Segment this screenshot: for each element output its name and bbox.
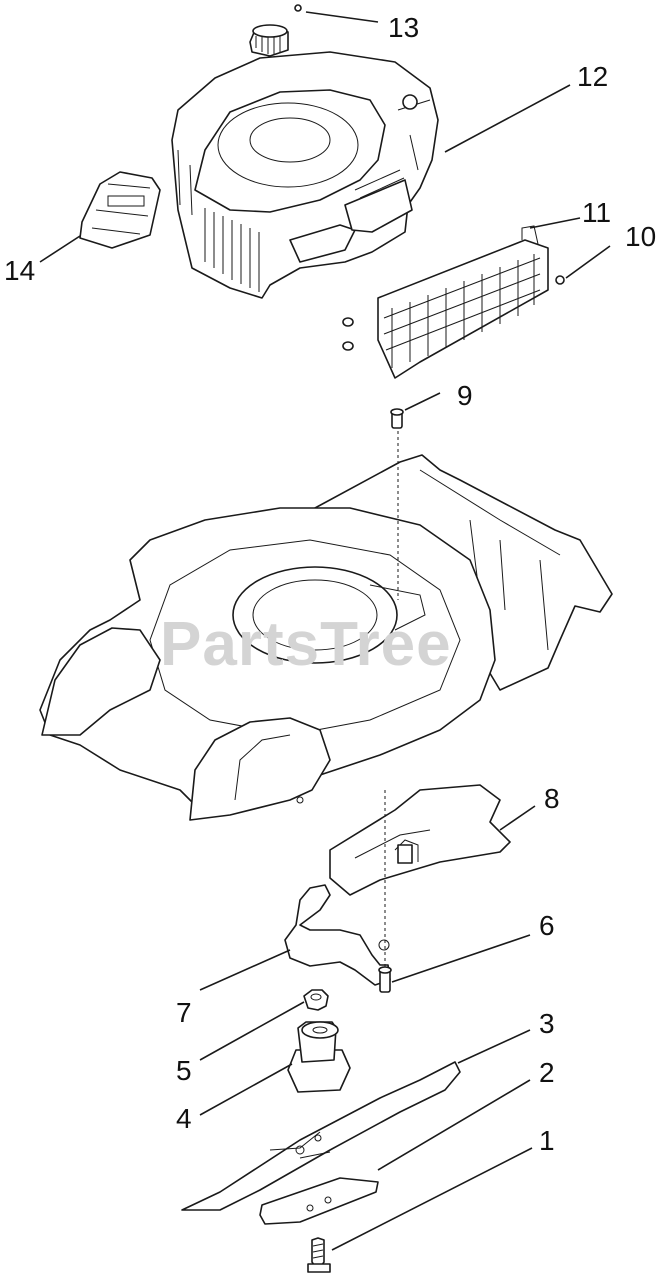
mower-deck[interactable] [39, 454, 613, 821]
callout-label: 2 [539, 1057, 555, 1088]
callout-label: 11 [582, 197, 611, 228]
callout-label: 9 [457, 380, 473, 411]
adapter-part[interactable] [287, 1021, 351, 1093]
callout-label: 10 [625, 221, 656, 252]
callout-label: 4 [176, 1103, 192, 1134]
bolt-part[interactable] [390, 408, 404, 429]
baffle-part[interactable] [329, 784, 511, 896]
stiffener-part[interactable] [259, 1177, 379, 1225]
screw-part[interactable] [294, 4, 302, 12]
leader-lines [39, 11, 611, 1251]
callout-label: 1 [539, 1125, 555, 1156]
engine-fins [204, 208, 260, 292]
watermark: PartsTree [160, 610, 452, 679]
bolt-part[interactable] [378, 966, 392, 993]
blade-part[interactable] [181, 1061, 461, 1211]
screw-part[interactable] [342, 275, 565, 351]
callout-label: 8 [544, 783, 560, 814]
nut-part[interactable] [303, 989, 329, 1011]
decal-part[interactable] [79, 171, 161, 249]
callout-labels: 13 12 11 10 14 9 8 6 7 5 3 2 4 1 [4, 12, 656, 1156]
callout-label: 5 [176, 1055, 192, 1086]
blade-bolt-part[interactable] [307, 1237, 331, 1273]
guard-part[interactable] [377, 225, 549, 379]
engine-assembly[interactable] [171, 24, 439, 299]
callout-label: 6 [539, 910, 555, 941]
fuel-cap [249, 24, 289, 57]
callout-label: 7 [176, 997, 192, 1028]
callout-label: 3 [539, 1008, 555, 1039]
callout-label: 14 [4, 255, 35, 286]
callout-label: 12 [577, 61, 608, 92]
callout-label: 13 [388, 12, 419, 43]
hanger-part[interactable] [284, 884, 391, 986]
